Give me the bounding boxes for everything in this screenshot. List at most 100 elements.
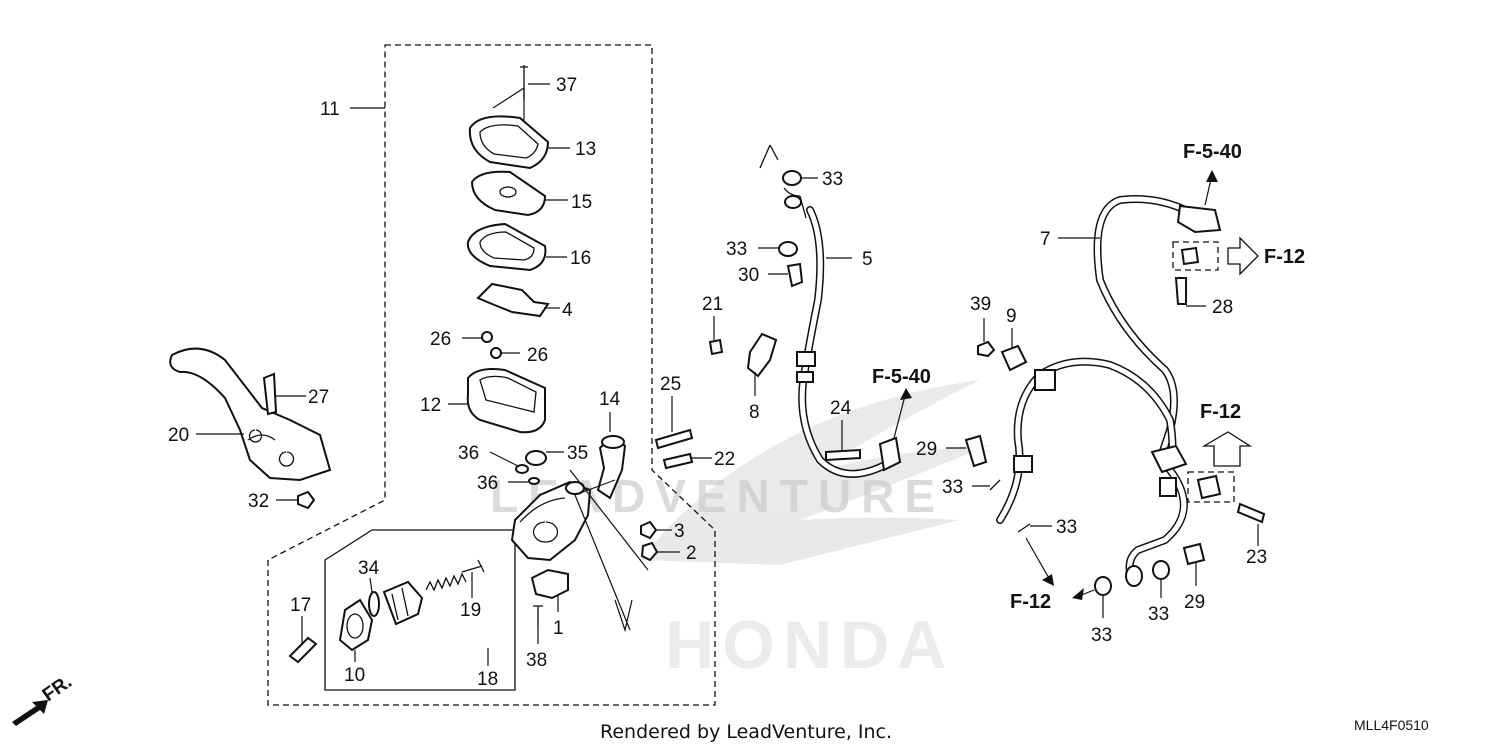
ref-f12-bottom: F-12	[1010, 591, 1051, 613]
bolt-29a	[964, 434, 988, 468]
diaphragm-16	[466, 222, 547, 272]
callout-21: 21	[702, 294, 723, 315]
screw-26a	[481, 331, 493, 343]
leader-f12-bottom	[1025, 537, 1051, 581]
callout-22: 22	[714, 449, 735, 470]
callout-20: 20	[168, 425, 189, 446]
oring-36a	[515, 464, 529, 474]
nut-32	[297, 490, 316, 510]
pivot-bolt-17	[288, 636, 318, 664]
float-4	[476, 282, 550, 318]
ref-f12-mid: F-12	[1200, 401, 1241, 423]
footer-credit: Rendered by LeadVenture, Inc.	[600, 721, 892, 743]
bolt-24	[825, 448, 861, 462]
callout-35: 35	[567, 443, 588, 464]
callout-8: 8	[749, 402, 760, 423]
callout-29b: 29	[1184, 592, 1205, 613]
screw-38	[533, 605, 543, 630]
callout-15: 15	[571, 192, 592, 213]
leader-36a	[489, 451, 519, 467]
bolt-28	[1174, 277, 1187, 305]
callout-33e: 33	[1091, 625, 1112, 646]
callout-33b: 33	[726, 239, 747, 260]
arrow-f12-right	[1227, 236, 1259, 276]
callout-39: 39	[970, 294, 991, 315]
leader-34	[369, 577, 373, 593]
oring-35	[525, 450, 547, 466]
washer-33c	[989, 479, 1001, 491]
callout-30: 30	[738, 265, 759, 286]
callout-33d: 33	[1056, 517, 1077, 538]
master-cylinder-assembly-outline	[267, 44, 716, 706]
bolt-25	[654, 428, 694, 450]
clamp-lower-right	[1196, 474, 1222, 500]
washer-33e	[1094, 576, 1112, 596]
ref-f540-top: F-5-40	[1183, 141, 1242, 163]
washer-33-mid	[778, 241, 798, 257]
callout-36b: 36	[477, 473, 498, 494]
callout-27: 27	[308, 387, 329, 408]
washer-33d	[1017, 523, 1031, 533]
callout-29a: 29	[916, 439, 937, 460]
callout-16: 16	[570, 248, 591, 269]
callout-26a: 26	[430, 329, 451, 350]
callout-19: 19	[460, 600, 481, 621]
washer-33f	[1152, 560, 1170, 580]
callout-7: 7	[1040, 229, 1051, 250]
callout-3: 3	[674, 521, 685, 542]
callout-1: 1	[553, 618, 564, 639]
callout-4: 4	[562, 300, 573, 321]
honda-wing-watermark: HONDA	[640, 380, 990, 683]
piston-set-outline	[324, 529, 516, 691]
leader-f540-mid	[893, 391, 907, 439]
callout-38: 38	[526, 650, 547, 671]
nut-39	[977, 340, 996, 358]
washer-33-top	[782, 170, 802, 186]
leader-37	[492, 83, 550, 128]
callout-14: 14	[599, 389, 621, 410]
clamp-9	[1000, 344, 1028, 372]
diagram-code: MLL4F0510	[1354, 717, 1429, 733]
callout-33c: 33	[942, 477, 963, 498]
hose-7-fitting	[1176, 204, 1222, 234]
callout-34: 34	[358, 558, 380, 579]
callout-5: 5	[862, 249, 873, 270]
bolt-30	[786, 262, 804, 288]
callout-33f: 33	[1148, 604, 1169, 625]
front-direction-arrow	[12, 700, 48, 726]
brake-hose-7	[1093, 195, 1199, 464]
callout-9: 9	[1006, 306, 1017, 327]
honda-watermark: HONDA	[665, 607, 954, 683]
callout-13: 13	[575, 139, 596, 160]
bolt-27	[262, 372, 278, 416]
ref-f540-mid: F-5-40	[872, 366, 931, 388]
hose-5-end-fitting	[878, 436, 902, 472]
circlip-34	[368, 591, 380, 617]
callout-28: 28	[1212, 297, 1233, 318]
clamp-7-right	[1180, 246, 1200, 266]
arrow-f12-up	[1201, 431, 1253, 467]
brake-lever-20	[169, 347, 332, 482]
oring-36b	[528, 477, 540, 485]
callout-26b: 26	[527, 345, 548, 366]
callout-25: 25	[660, 374, 681, 395]
cap-3	[640, 520, 658, 540]
brake-switch-1	[530, 568, 569, 600]
callout-12: 12	[420, 395, 441, 416]
callout-11: 11	[320, 99, 340, 120]
boot-10	[338, 598, 374, 652]
piston-18	[382, 580, 424, 626]
callout-36a: 36	[458, 443, 479, 464]
clamp-8	[746, 332, 778, 378]
callout-37: 37	[556, 75, 577, 96]
callout-10: 10	[344, 665, 365, 686]
reservoir-body-12	[466, 368, 546, 434]
callout-18: 18	[477, 669, 498, 690]
bleeder-2	[640, 541, 659, 562]
master-cylinder-body	[510, 480, 592, 562]
screw-26b	[490, 347, 502, 359]
bolt-29b	[1182, 542, 1206, 566]
joint-clamp	[1150, 444, 1188, 474]
plate-15	[470, 170, 547, 217]
reservoir-cap-13	[468, 115, 550, 170]
